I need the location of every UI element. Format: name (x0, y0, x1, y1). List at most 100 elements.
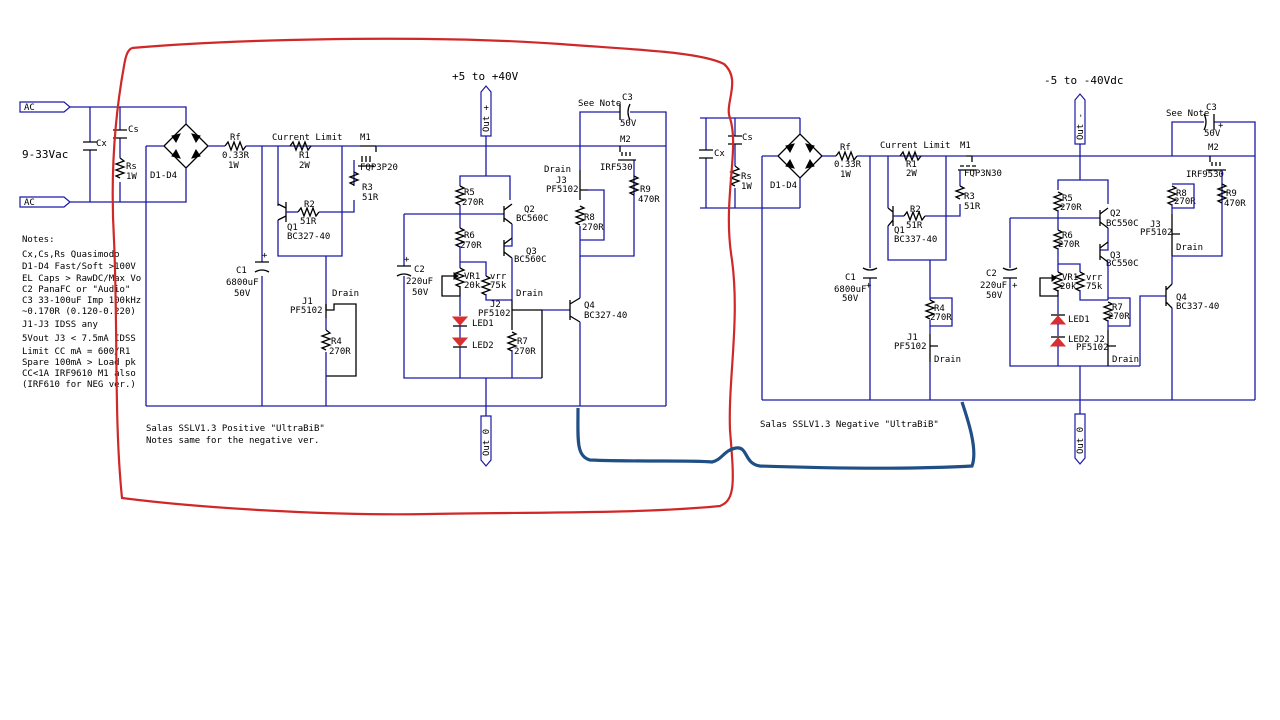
capacitor-c3: C3 50V (619, 93, 637, 129)
r1-label: R1 (299, 151, 310, 161)
m1-label: M1 (360, 133, 371, 143)
neg-r6-value: 270R (1058, 240, 1080, 250)
blue-annotation-line (576, 401, 976, 470)
transistor-q3: Q3 BC560C (503, 237, 547, 265)
neg-r7-label: R7 (1112, 303, 1123, 313)
neg-m2-value: IRF9530 (1186, 170, 1224, 180)
c1-value: 6800uF (226, 278, 259, 288)
svg-text:+: + (262, 251, 268, 261)
neg-transistor-q2: Q2 BC550C (1099, 207, 1139, 229)
note-line: Notes: (22, 235, 55, 245)
neg-r8-value: 270R (1174, 197, 1196, 207)
led2-label: LED2 (472, 341, 494, 351)
neg-r5-value: 270R (1060, 203, 1082, 213)
neg-r4-label: R4 (934, 304, 945, 314)
q3-label: Q3 (526, 247, 537, 257)
see-note-label: See Note (578, 99, 621, 109)
resistor-rf: Rf 0.33R 1W (222, 133, 250, 171)
neg-resistor-r3: R3 51R (954, 185, 981, 212)
neg-q1-label: Q1 (894, 226, 905, 236)
c2-value: 220uF (406, 277, 433, 287)
neg-rs-label: Rs (741, 172, 752, 182)
neg-resistor-rf: Rf 0.33R 1W (834, 143, 862, 180)
q2-label: Q2 (524, 205, 535, 215)
neg-jfet-j1: J1 PF5102 Drain (894, 333, 961, 365)
q1-label: Q1 (287, 223, 298, 233)
neg-rs-value: 1W (741, 182, 752, 192)
resistor-r5: R5 270R (454, 185, 484, 208)
neg-vr1-label: VR1 (1062, 273, 1078, 283)
note-line: (IRF610 for NEG ver.) (22, 380, 136, 390)
neg-capacitor-c3: C3 + 50V (1203, 103, 1224, 139)
r2-value: 51R (300, 217, 317, 227)
out-0-terminal: Out 0 (480, 406, 492, 467)
negative-supply-label: -5 to -40Vdc (1044, 74, 1123, 87)
neg-r3-value: 51R (964, 202, 981, 212)
r9-label: R9 (640, 185, 651, 195)
r8-value: 270R (582, 223, 604, 233)
capacitor-c1: + C1 6800uF 50V (226, 251, 270, 299)
negative-title: Salas SSLV1.3 Negative "UltraBiB" (760, 420, 939, 430)
neg-c3-label: C3 (1206, 103, 1217, 113)
neg-see-note-label: See Note (1166, 109, 1209, 119)
neg-j2-drain-label: Drain (1112, 355, 1139, 365)
jfet-j2: J2 PF5102 Drain (478, 289, 543, 378)
r2-label: R2 (304, 200, 315, 210)
resistor-vrr: vrr 75k (480, 272, 507, 296)
neg-resistor-r6: R6 270R (1052, 229, 1080, 250)
neg-rf-value: 0.33R (834, 160, 862, 170)
neg-rf-label: Rf (840, 143, 851, 153)
ac-input-bottom: AC (19, 196, 71, 208)
neg-resistor-r9: R9 470R (1216, 183, 1246, 209)
neg-resistor-vrr: vrr 75k (1074, 271, 1103, 292)
neg-q1-value: BC337-40 (894, 235, 937, 245)
r3-label: R3 (362, 183, 373, 193)
neg-m1-label: M1 (960, 141, 971, 151)
neg-cs-label: Cs (742, 133, 753, 143)
m1-value: FQP3P20 (360, 163, 398, 173)
j2-value: PF5102 (478, 309, 511, 319)
transistor-q4: Q4 BC327-40 (569, 297, 627, 323)
neg-resistor-rs: Rs 1W (729, 165, 752, 192)
m2-value: IRF530 (600, 163, 633, 173)
neg-bridge-label: D1-D4 (770, 181, 797, 191)
note-line: 5Vout J3 < 7.5mA IDSS (22, 334, 136, 344)
q1-value: BC327-40 (287, 232, 330, 242)
note-line: Cx,Cs,Rs Quasimodo (22, 250, 120, 260)
r4-label: R4 (331, 337, 342, 347)
mosfet-m2: M2 IRF530 (600, 135, 636, 173)
r8-label: R8 (584, 213, 595, 223)
positive-subtitle: Notes same for the negative ver. (146, 436, 319, 446)
j1-value: PF5102 (290, 306, 323, 316)
positive-supply-label: +5 to +40V (452, 70, 519, 83)
neg-j2-value: PF5102 (1076, 343, 1109, 353)
note-line: D1-D4 Fast/Soft >100V (22, 262, 136, 272)
c1-label: C1 (236, 266, 247, 276)
r6-label: R6 (464, 231, 475, 241)
positive-regulator: AC AC 9-33Vac Cx Cs Rs 1W (19, 70, 667, 467)
bridge-label: D1-D4 (150, 171, 177, 181)
note-line: EL Caps > RawDC/Max Vo (22, 274, 141, 284)
vr1-value: 20k (464, 281, 481, 291)
neg-q4-label: Q4 (1176, 293, 1187, 303)
neg-vrr-label: vrr (1086, 273, 1103, 283)
neg-m2-label: M2 (1208, 143, 1219, 153)
capacitor-cs: Cs (113, 125, 139, 139)
capacitor-c2: + C2 220uF 50V (396, 255, 433, 298)
svg-text:+: + (866, 281, 872, 291)
led2: LED2 (451, 337, 494, 351)
neg-led1-label: LED1 (1068, 315, 1090, 325)
ac-label-bottom: AC (24, 198, 35, 208)
out-0-label: Out 0 (482, 429, 492, 456)
neg-capacitor-cs: Cs (728, 133, 753, 145)
neg-transistor-q1: Q1 BC337-40 (887, 206, 937, 245)
neg-q2-value: BC550C (1106, 219, 1139, 229)
r4-value: 270R (329, 347, 351, 357)
note-line: Spare 100mA > Load pk (22, 358, 136, 368)
neg-resistor-r7: R7 270R (1102, 301, 1130, 322)
neg-current-limit-label: Current Limit (880, 141, 950, 151)
out-minus-terminal: -5 to -40Vdc Out - (1044, 74, 1123, 145)
out-plus-terminal: +5 to +40V Out + (452, 70, 519, 137)
neg-out-0-label: Out 0 (1076, 427, 1086, 454)
neg-c1-label: C1 (845, 273, 856, 283)
